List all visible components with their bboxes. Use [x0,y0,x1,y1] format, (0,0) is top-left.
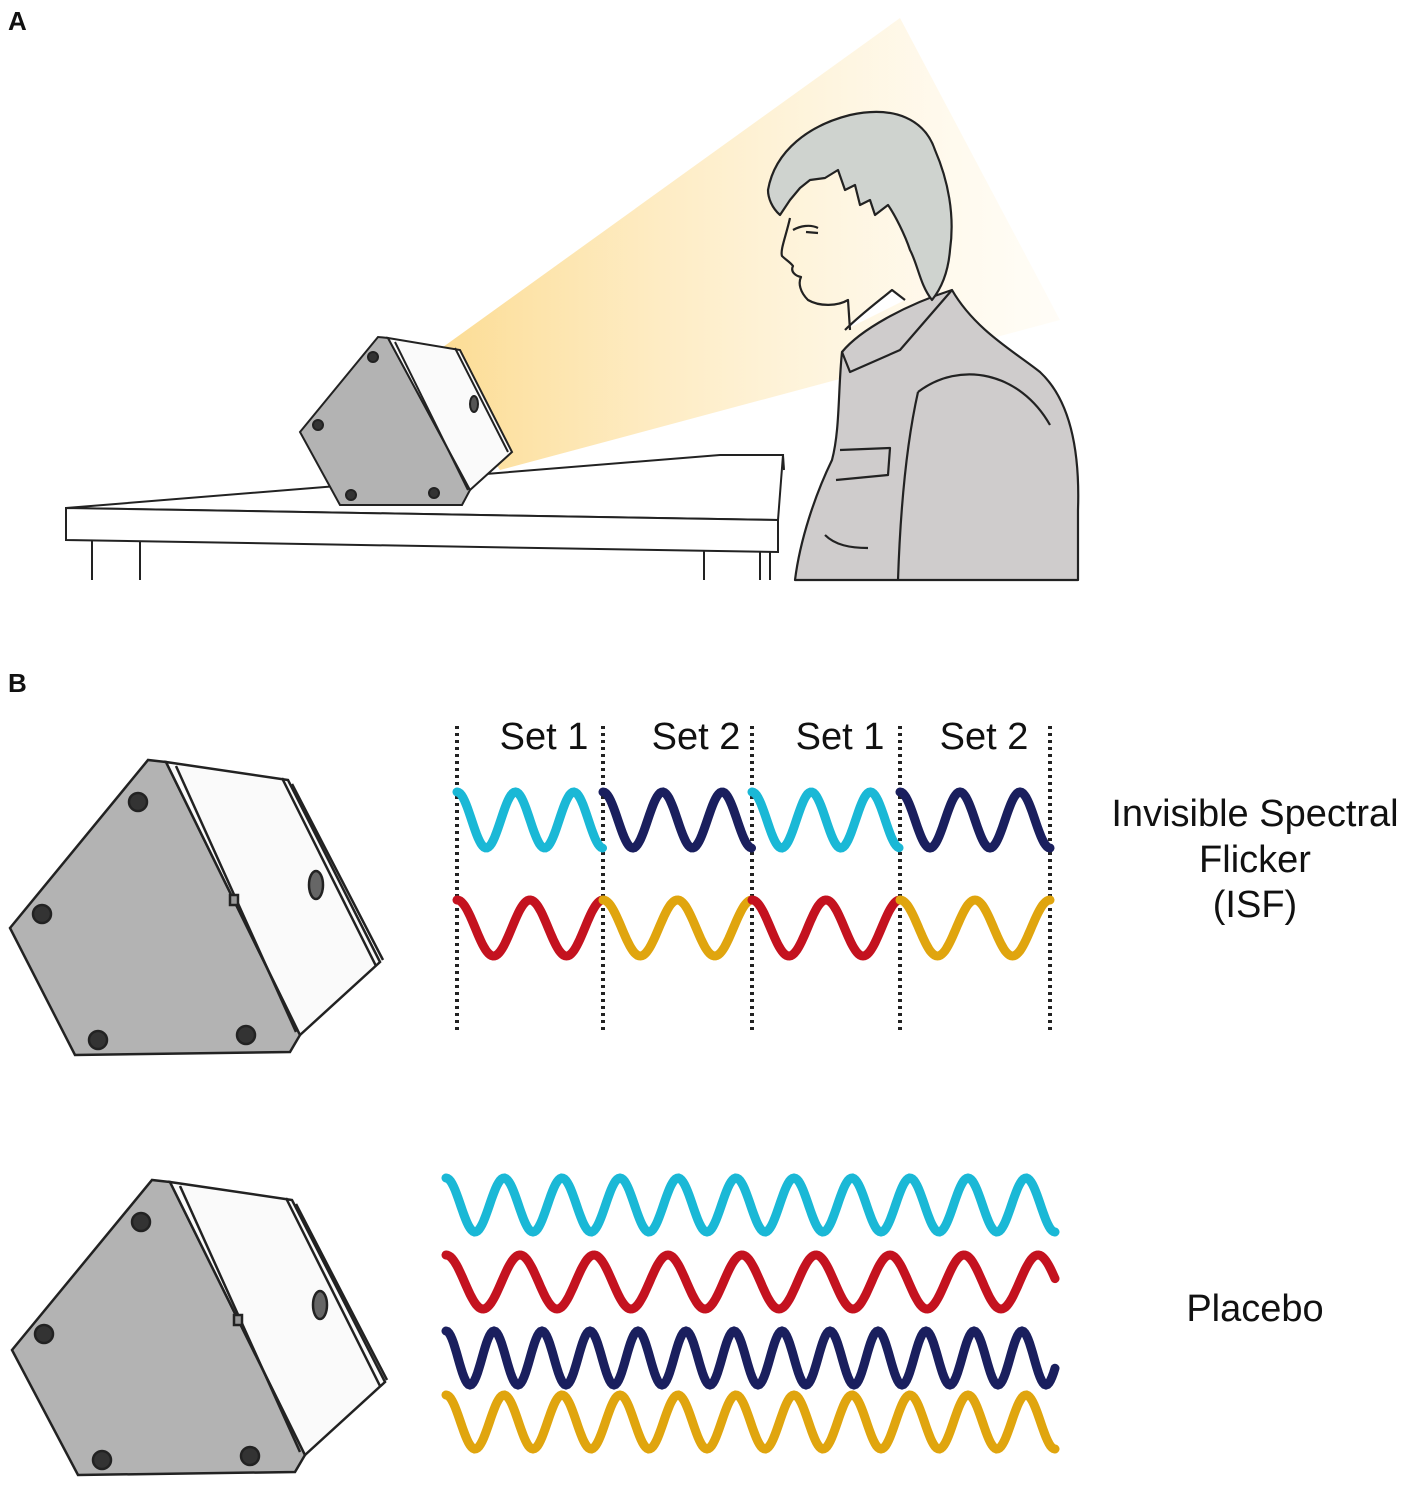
isf-label-line-2: Flicker [1199,838,1311,881]
isf-lower-wave-segment [895,895,1055,961]
isf-waveforms [452,787,1055,961]
placebo-wave-red [441,1250,1060,1314]
light-device-small [298,335,514,506]
isf-upper-wave-segment [452,787,607,853]
table [65,454,785,580]
isf-label-line-1: Invisible Spectral [1111,793,1399,835]
panel-b-letter: B [8,668,27,698]
isf-condition-label: Invisible Spectral Flicker (ISF) [1090,792,1417,929]
placebo-wave-navy [441,1326,1060,1390]
placebo-condition-label: Placebo [1186,1288,1324,1330]
panel-a-illustration [65,18,1080,582]
hair [766,110,953,302]
isf-set-dividers [455,726,1052,1032]
isf-lower-wave-segment [452,895,607,961]
isf-upper-wave-segment [598,787,756,853]
face [780,217,852,331]
panel-a-letter: A [8,6,27,36]
jacket [793,288,1080,582]
placebo-wave-gold [441,1390,1060,1454]
isf-upper-wave-segment [747,787,904,853]
isf-label-line-3: (ISF) [1212,884,1298,927]
isf-upper-wave-segment [895,787,1055,853]
isf-lower-wave-segment [598,895,756,961]
light-device-placebo [10,1178,389,1477]
light-device-isf [8,758,385,1057]
set-label-3: Set 1 [795,716,885,758]
isf-lower-wave-segment [747,895,904,961]
placebo-wave-cyan [441,1173,1060,1237]
set-label-2: Set 2 [651,716,741,758]
set-label-4: Set 2 [939,716,1029,758]
person [766,110,1080,582]
placebo-waveforms [441,1173,1060,1454]
set-label-1: Set 1 [499,716,589,758]
